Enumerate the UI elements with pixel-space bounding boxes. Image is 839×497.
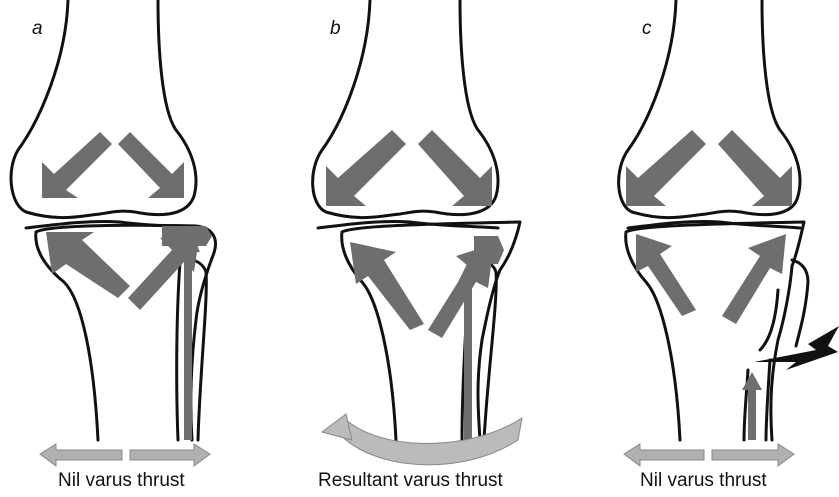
horizontal-arrow xyxy=(712,444,794,466)
horizontal-arrow xyxy=(130,444,210,466)
panel-a-letter: a xyxy=(32,18,43,40)
panel-b-letter: b xyxy=(330,18,341,40)
force-arrow xyxy=(350,242,424,330)
force-arrow xyxy=(742,372,762,390)
force-arrow xyxy=(626,130,706,206)
force-arrow xyxy=(474,236,504,264)
force-arrow xyxy=(184,250,192,440)
force-arrow xyxy=(464,278,472,440)
horizontal-arrow xyxy=(40,444,122,466)
panel-b-rotation-arrow xyxy=(322,414,522,465)
panel-c-letter: c xyxy=(642,18,652,40)
panel-a-caption: Nil varus thrust xyxy=(58,470,185,492)
curved-rotation-arrow-head xyxy=(322,414,352,440)
curved-rotation-arrow xyxy=(338,418,522,465)
force-arrow xyxy=(748,386,756,440)
panel-c-horizontal-arrows xyxy=(624,444,794,466)
force-arrow xyxy=(42,132,112,198)
panel-b-knee xyxy=(313,0,520,440)
force-arrow xyxy=(118,132,184,198)
panel-c-fibula-upper xyxy=(760,260,808,350)
force-arrow xyxy=(326,130,406,206)
force-arrow xyxy=(46,232,130,298)
fracture-bolt-icon xyxy=(754,326,839,370)
force-arrow xyxy=(636,234,696,316)
panel-b-caption: Resultant varus thrust xyxy=(318,470,503,492)
horizontal-arrow xyxy=(624,444,704,466)
force-arrow xyxy=(718,130,792,206)
force-arrow xyxy=(418,130,492,206)
panel-c-fibula-lower xyxy=(744,360,770,440)
panel-c-knee xyxy=(619,0,808,440)
panel-c-caption: Nil varus thrust xyxy=(640,470,767,492)
panel-a-horizontal-arrows xyxy=(40,444,210,466)
